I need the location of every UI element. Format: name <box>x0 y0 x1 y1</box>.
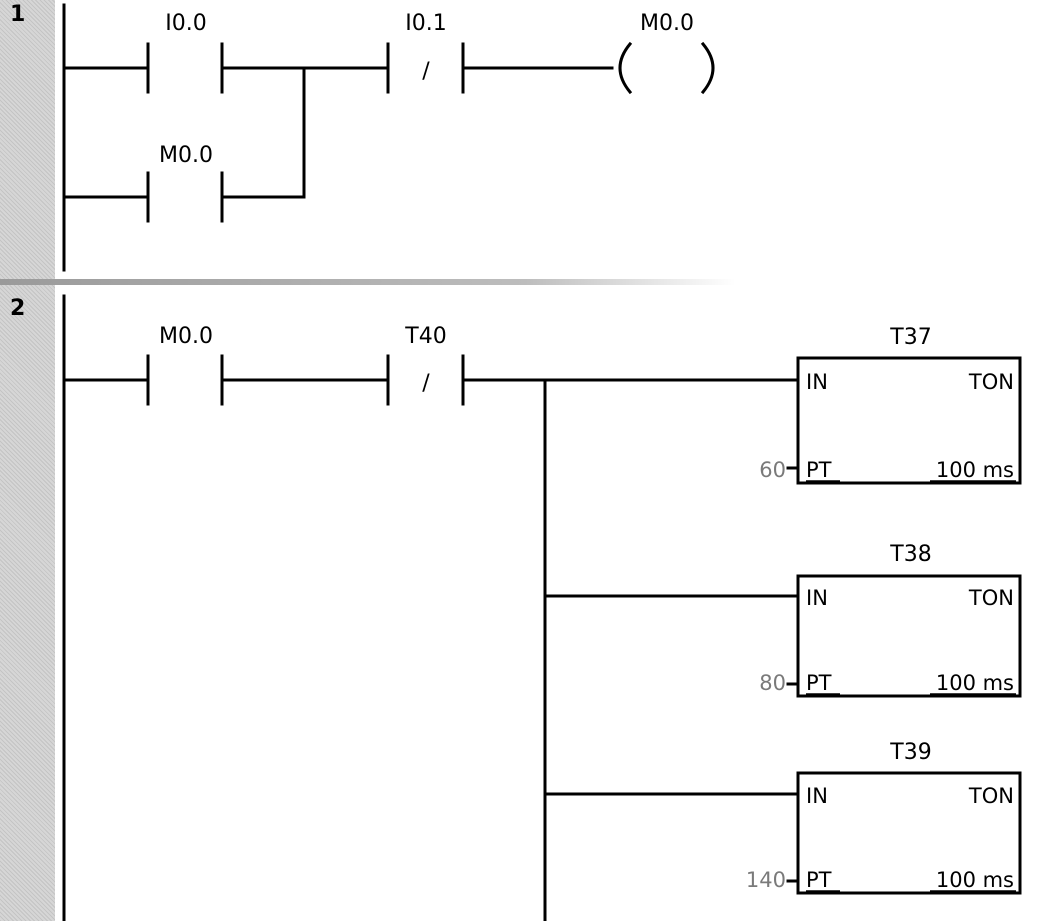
timer-box-t39[interactable] <box>796 771 1022 895</box>
contact-i00-label: I0.0 <box>165 11 206 36</box>
timer-t37-preset[interactable]: 60 <box>759 458 786 482</box>
network-1-number: 1 <box>10 2 26 27</box>
timer-t39-base: 100 ms <box>936 868 1014 892</box>
timer-t38-base: 100 ms <box>936 671 1014 695</box>
timer-t37-base: 100 ms <box>936 458 1014 482</box>
contact-m00-latch[interactable] <box>146 171 224 223</box>
timer-t38-pt: PT <box>806 671 832 695</box>
contact-t40-label: T40 <box>404 324 446 349</box>
network-2-gutter[interactable] <box>0 285 55 921</box>
timer-t39-in: IN <box>806 784 828 808</box>
contact-i00[interactable] <box>146 42 224 94</box>
nc-slash-t40: / <box>422 371 430 396</box>
contact-m00-label: M0.0 <box>159 324 213 349</box>
timer-t38-preset[interactable]: 80 <box>759 671 786 695</box>
timer-t37-name: T37 <box>889 325 931 350</box>
contact-i01-label: I0.1 <box>405 11 446 36</box>
nc-slash-i01: / <box>422 59 430 84</box>
timer-t39-type: TON <box>968 784 1014 808</box>
timer-box-t37[interactable] <box>796 356 1022 485</box>
coil-m00-label: M0.0 <box>640 11 694 36</box>
timer-t37-type: TON <box>968 370 1014 394</box>
timer-t38-type: TON <box>968 586 1014 610</box>
timer-t37-pt: PT <box>806 458 832 482</box>
timer-box-t38[interactable] <box>796 574 1022 698</box>
contact-m00-latch-label: M0.0 <box>159 143 213 168</box>
network-2-number: 2 <box>10 296 26 321</box>
timer-t39-pt: PT <box>806 868 832 892</box>
timer-t39-preset[interactable]: 140 <box>746 868 786 892</box>
coil-m00[interactable] <box>618 41 715 95</box>
network-separator <box>0 279 1051 285</box>
timer-t39-name: T39 <box>889 740 931 765</box>
contact-m00[interactable] <box>146 354 224 406</box>
timer-t38-name: T38 <box>889 542 931 567</box>
network-1-gutter[interactable] <box>0 0 55 279</box>
timer-t38-in: IN <box>806 586 828 610</box>
timer-t37-in: IN <box>806 370 828 394</box>
